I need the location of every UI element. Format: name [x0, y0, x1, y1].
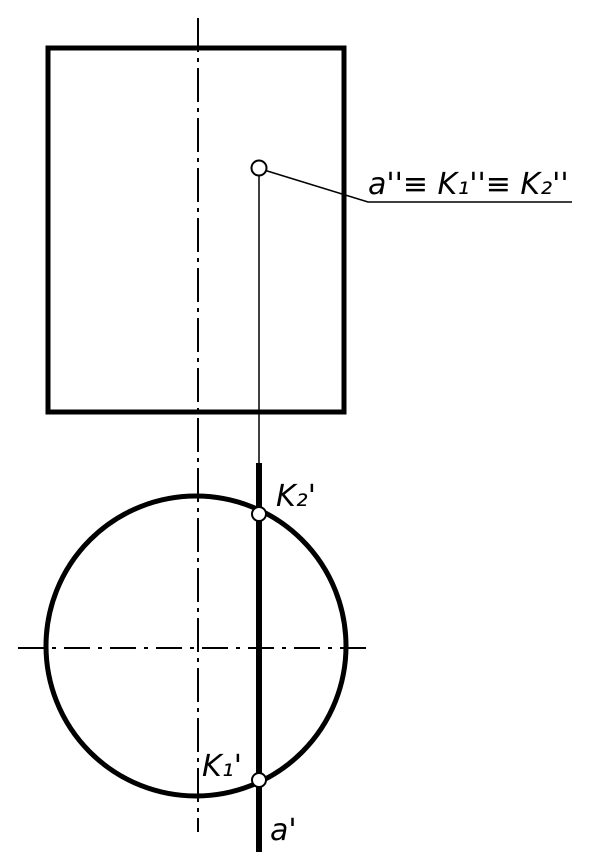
- label-leader-line: [263, 169, 572, 203]
- projection-label: a''≡ K₁''≡ K₂'': [368, 167, 569, 202]
- point-a-double-prime: [250, 159, 268, 177]
- line-a-label: a': [270, 813, 297, 848]
- point-k1-prime: [251, 772, 267, 788]
- point-k2-prime: [251, 506, 267, 522]
- point-k2-label: K₂': [276, 479, 316, 514]
- front-view-rectangle: [45, 45, 347, 415]
- top-view-circle: [43, 493, 349, 799]
- point-k1-label: K₁': [202, 749, 242, 784]
